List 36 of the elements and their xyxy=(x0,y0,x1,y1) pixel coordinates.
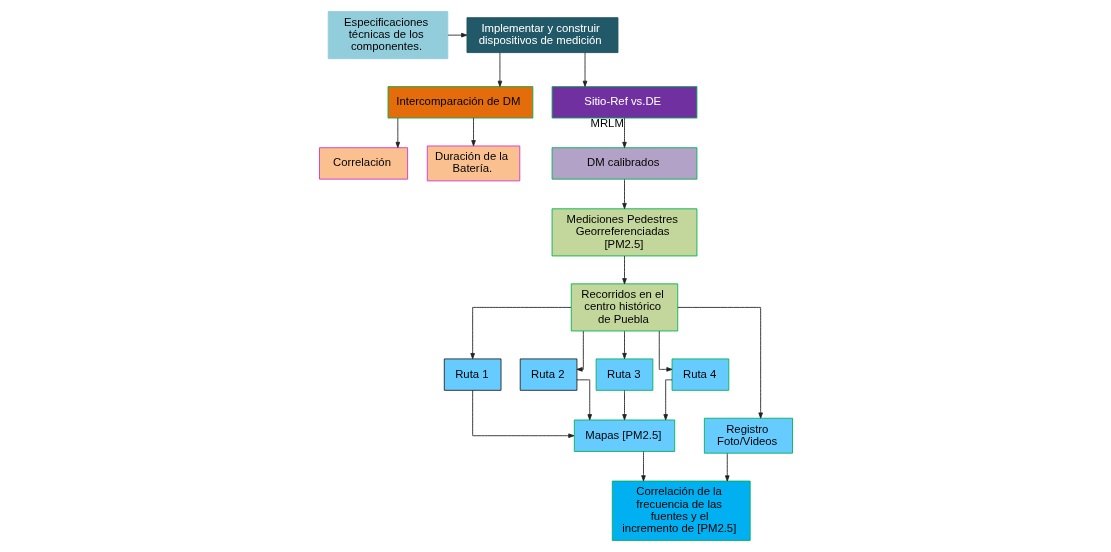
arrow xyxy=(576,379,592,421)
node-box: Correlación de la frecuencia de las fuentes y el incremento de [PM2.5] xyxy=(611,480,751,541)
node-box: Ruta 2 xyxy=(519,358,577,391)
node-box: Recorridos en el centro histórico de Puebla xyxy=(570,283,678,332)
arrow xyxy=(662,379,672,421)
node-box: Especificaciones técnicas de los componentes. xyxy=(327,11,448,60)
arrow xyxy=(724,453,730,482)
arrow xyxy=(677,307,763,419)
arrow xyxy=(621,178,627,210)
node-box: Ruta 4 xyxy=(671,358,729,391)
arrow xyxy=(621,255,627,285)
arrow xyxy=(621,389,627,421)
arrow xyxy=(469,307,571,360)
arrow xyxy=(621,117,627,148)
node-box: Mediciones Pedestres Georreferenciadas [PM2.5] xyxy=(551,208,697,257)
node-box: Registro Foto/Videos xyxy=(703,417,793,454)
node-box: Sitio-Ref vs.DE xyxy=(551,86,697,119)
arrow xyxy=(471,389,574,438)
node-box: Correlación xyxy=(318,147,408,180)
arrow xyxy=(640,451,646,482)
node-box: Intercomparación de DM xyxy=(387,86,533,119)
node-box: Ruta 1 xyxy=(443,358,501,391)
arrow xyxy=(658,330,672,372)
node-box: DM calibrados xyxy=(551,147,697,180)
edge-label: MRLM xyxy=(589,117,624,130)
arrow xyxy=(470,117,476,147)
node-box: Ruta 3 xyxy=(595,358,653,391)
arrow xyxy=(621,330,627,360)
arrow xyxy=(497,52,502,87)
node-box: Mapas [PM2.5] xyxy=(573,419,675,452)
arrow xyxy=(395,117,400,148)
arrow xyxy=(582,52,587,87)
arrow xyxy=(447,32,467,38)
arrow xyxy=(576,330,584,372)
node-box: Duración de la Batería. xyxy=(426,145,520,182)
node-box: Implementar y construir dispositivos de medición xyxy=(466,17,618,53)
